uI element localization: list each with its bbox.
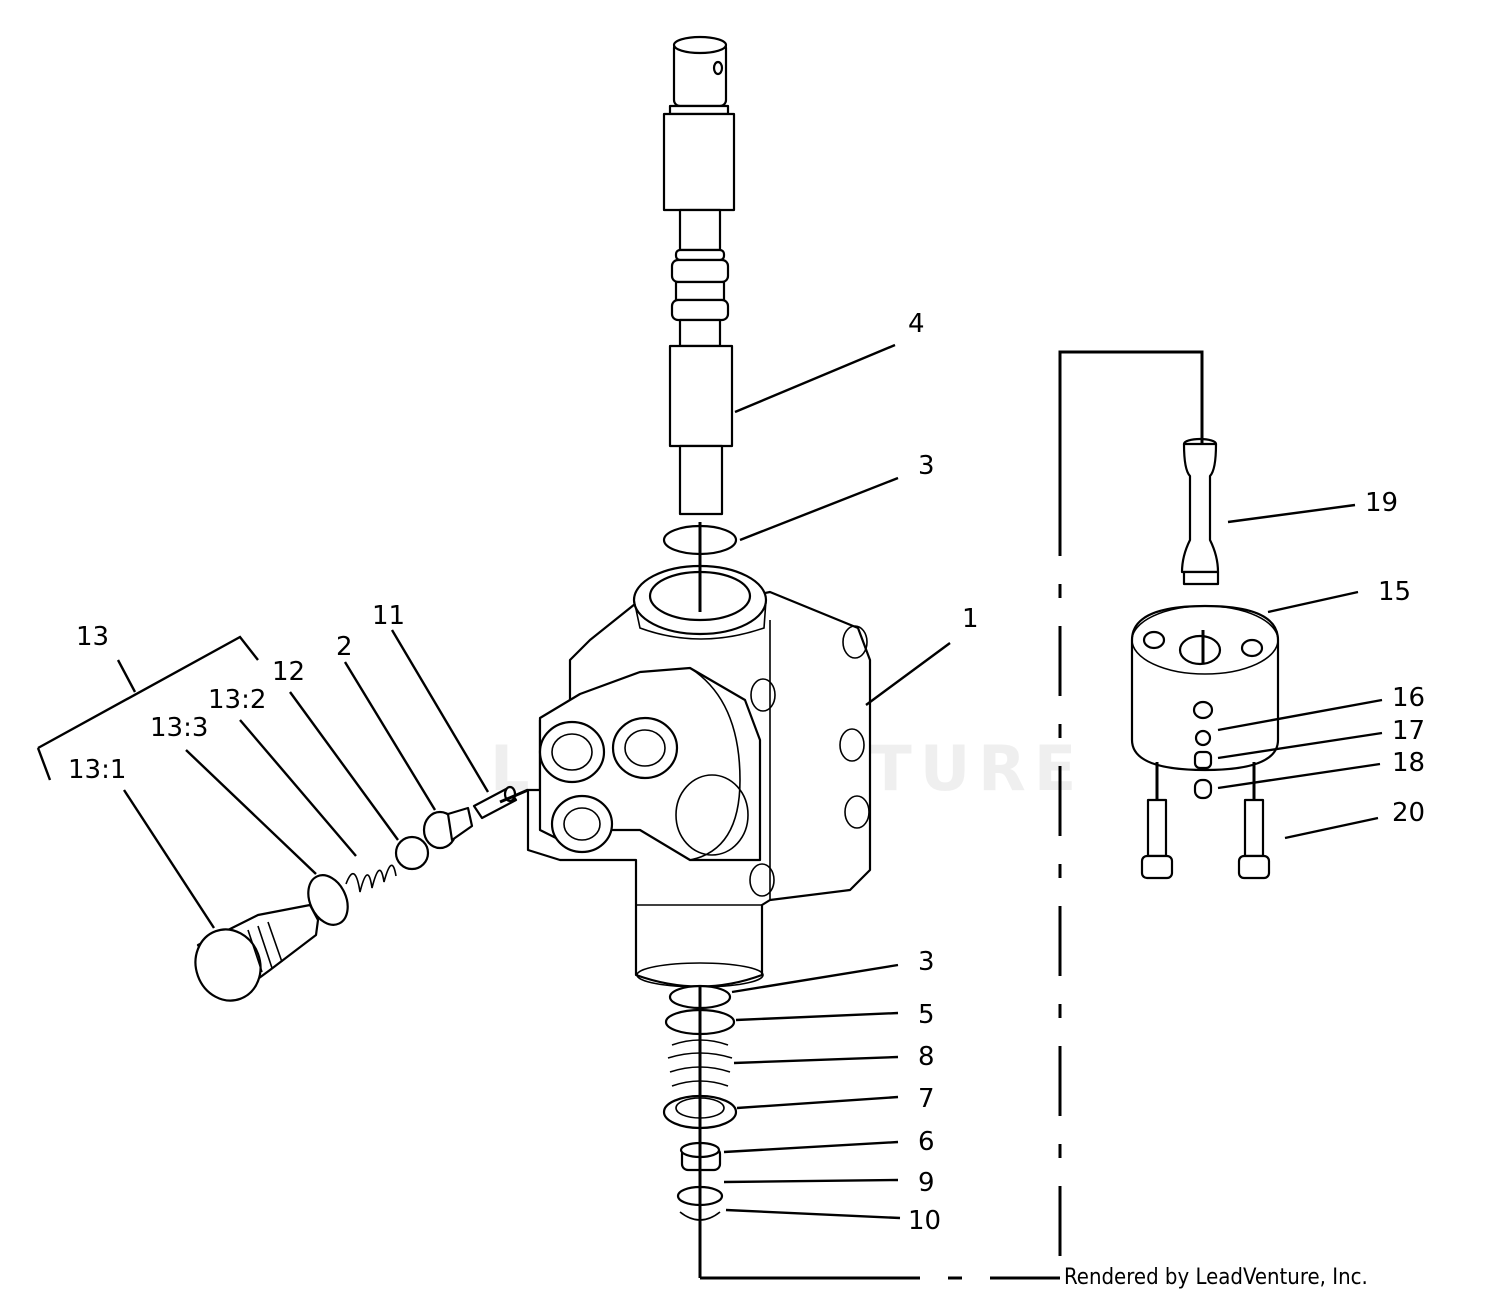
callout-20: 20	[1392, 798, 1425, 828]
relief-valve-parts	[194, 785, 518, 1002]
callout-10: 10	[908, 1206, 941, 1236]
callout-2: 2	[336, 632, 353, 662]
callout-19: 19	[1365, 488, 1398, 518]
callout-13: 13	[76, 622, 109, 652]
callout-18: 18	[1392, 748, 1425, 778]
callout-labels: 4 3 19 15 1 16 17 18 20 13 12 13:2 13:3 …	[68, 309, 1425, 1236]
callout-12: 12	[272, 657, 305, 687]
callout-5: 5	[918, 1000, 935, 1030]
callout-7: 7	[918, 1084, 935, 1114]
callout-4: 4	[908, 309, 925, 339]
callout-11: 11	[372, 601, 405, 631]
lower-stack-parts	[662, 984, 738, 1221]
callout-3-top: 3	[918, 451, 935, 481]
callout-13-1: 13:1	[68, 755, 126, 785]
callout-3-bottom: 3	[918, 947, 935, 977]
callout-6: 6	[918, 1127, 935, 1157]
credit-text: Rendered by LeadVenture, Inc.	[1064, 1265, 1368, 1290]
callout-17: 17	[1392, 716, 1425, 746]
callout-15: 15	[1378, 577, 1411, 607]
valve-body-part	[526, 564, 872, 988]
callout-13-3: 13:3	[150, 713, 208, 743]
center-axes	[499, 522, 1256, 1278]
callout-13-2: 13:2	[208, 685, 266, 715]
callout-1: 1	[962, 604, 979, 634]
connector-path	[700, 350, 1204, 1280]
callout-8: 8	[918, 1042, 935, 1072]
callout-16: 16	[1392, 683, 1425, 713]
leader-lines	[36, 343, 1383, 1220]
callout-9: 9	[918, 1168, 935, 1198]
spool-part	[662, 35, 736, 516]
detent-parts	[1130, 437, 1280, 880]
